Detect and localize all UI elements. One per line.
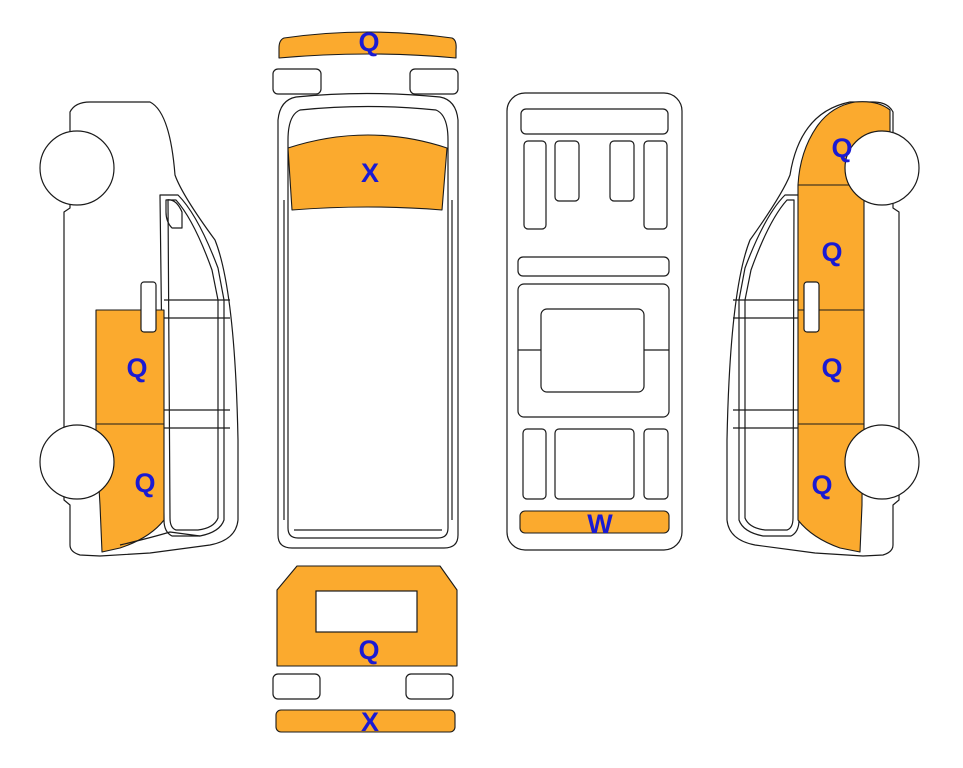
left-side-mirror bbox=[165, 199, 183, 229]
right-rear-quarter-label: Q bbox=[811, 470, 832, 500]
right-side-view: Q Q Q Q bbox=[726, 101, 920, 557]
underside-rear-strip-panel[interactable] bbox=[519, 510, 670, 534]
right-side-rear-wheel bbox=[844, 424, 920, 500]
left-front-fender-label: Q bbox=[134, 468, 155, 498]
front-bumper-label: Q bbox=[358, 27, 379, 57]
right-front-fender-label: Q bbox=[831, 133, 852, 163]
left-front-door-label: Q bbox=[126, 353, 147, 383]
right-side-door-handle bbox=[803, 281, 820, 333]
rear-bumper-panel[interactable] bbox=[275, 709, 456, 733]
underside-seat-1 bbox=[523, 140, 547, 230]
underside-front-strip bbox=[520, 108, 669, 135]
right-front-door-label: Q bbox=[821, 237, 842, 267]
front-bumper-panel[interactable] bbox=[278, 31, 457, 59]
underside-seat-3 bbox=[609, 140, 635, 202]
left-side-window-frame bbox=[159, 194, 225, 537]
left-side-door-handle bbox=[140, 281, 157, 333]
rear-window bbox=[315, 590, 418, 633]
underside-mid-strip bbox=[517, 256, 670, 277]
top-view: X bbox=[277, 92, 459, 549]
underside-seat-2 bbox=[554, 140, 580, 202]
left-side-rear-wheel bbox=[39, 130, 115, 206]
hood-panel[interactable] bbox=[287, 134, 448, 211]
left-side-view: Q Q bbox=[39, 101, 239, 557]
front-right-headlight bbox=[409, 68, 459, 95]
underside-rear-seat-2 bbox=[554, 428, 635, 500]
top-view-body-outline bbox=[277, 92, 459, 549]
left-side-body-outline bbox=[63, 101, 239, 557]
rear-right-taillight bbox=[405, 673, 454, 700]
left-side-window-inner bbox=[167, 199, 219, 531]
top-view-inner-outline bbox=[287, 105, 449, 539]
rear-left-taillight bbox=[272, 673, 321, 700]
rear-view: Q X bbox=[272, 565, 458, 737]
hood-label: X bbox=[361, 158, 379, 188]
underside-seat-4 bbox=[643, 140, 668, 230]
rear-bumper-label: X bbox=[361, 707, 379, 737]
right-rear-door-label: Q bbox=[821, 353, 842, 383]
right-side-window-inner bbox=[744, 199, 795, 531]
underside-rear-seat-3 bbox=[643, 428, 669, 500]
left-side-front-bumper-line bbox=[119, 531, 201, 546]
left-side-front-wheel bbox=[39, 424, 115, 500]
right-side-front-wheel bbox=[844, 130, 920, 206]
front-view: Q bbox=[272, 27, 459, 95]
front-left-headlight bbox=[272, 68, 322, 95]
right-side-body-outline bbox=[726, 101, 900, 557]
underside-cargo-center bbox=[540, 308, 645, 393]
right-side-window-frame bbox=[738, 194, 801, 537]
underside-rear-seat-1 bbox=[522, 428, 547, 500]
rear-door-label: Q bbox=[358, 635, 379, 665]
underside-view: W bbox=[506, 92, 683, 551]
underside-rear-strip-label: W bbox=[587, 509, 613, 539]
